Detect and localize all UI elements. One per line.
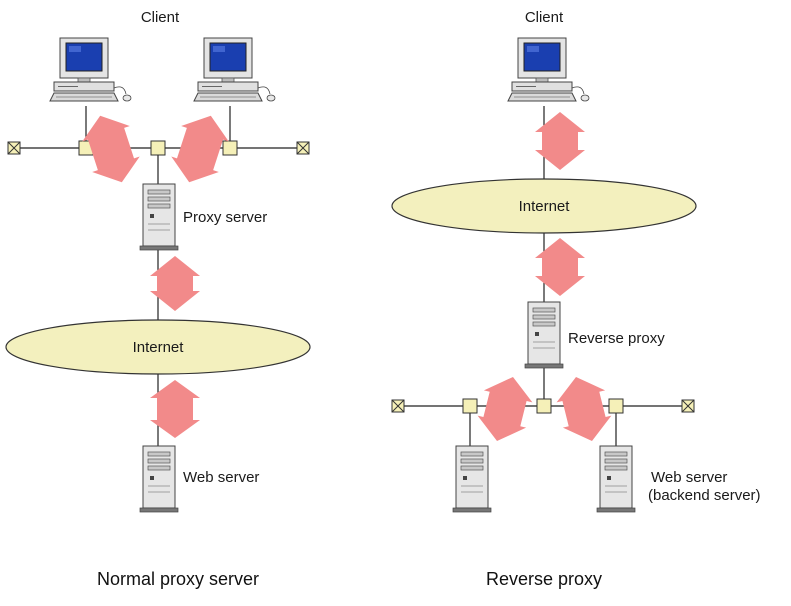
tower-server-icon bbox=[452, 445, 492, 513]
internet-cloud-normal bbox=[5, 319, 311, 375]
network-terminator-icon bbox=[681, 399, 695, 413]
internet-label-reverse: Internet bbox=[519, 198, 571, 215]
backend-web-server-label: Web server bbox=[651, 469, 727, 486]
caption-normal-proxy: Normal proxy server bbox=[97, 569, 259, 589]
client-label-normal: Client bbox=[141, 9, 180, 26]
bidirectional-arrow-icon bbox=[150, 256, 200, 311]
network-hub-icon bbox=[462, 398, 478, 414]
client-label-reverse: Client bbox=[525, 9, 564, 26]
proxy-server-label: Proxy server bbox=[183, 209, 267, 226]
internet-label-normal: Internet bbox=[133, 339, 185, 356]
network-terminator-icon bbox=[296, 141, 310, 155]
desktop-computer-icon bbox=[49, 37, 132, 102]
bidirectional-arrow-icon bbox=[535, 112, 585, 170]
tower-server-icon bbox=[139, 183, 179, 251]
network-terminator-icon bbox=[7, 141, 21, 155]
bidirectional-arrow-icon bbox=[150, 380, 200, 438]
bidirectional-arrow-icon bbox=[535, 238, 585, 296]
bidirectional-arrow-icon bbox=[556, 376, 612, 442]
internet-cloud-reverse bbox=[391, 178, 697, 234]
caption-reverse-proxy: Reverse proxy bbox=[486, 569, 602, 589]
network-hub-icon bbox=[150, 140, 166, 156]
desktop-computer-icon bbox=[507, 37, 590, 102]
web-server-label: Web server bbox=[183, 469, 259, 486]
tower-server-icon bbox=[596, 445, 636, 513]
network-terminator-icon bbox=[391, 399, 405, 413]
bidirectional-arrow-icon bbox=[171, 115, 229, 183]
backend-server-sublabel: (backend server) bbox=[648, 487, 761, 504]
network-hub-icon bbox=[608, 398, 624, 414]
network-hub-icon bbox=[222, 140, 238, 156]
tower-server-icon bbox=[139, 445, 179, 513]
desktop-computer-icon bbox=[193, 37, 276, 102]
tower-server-icon bbox=[524, 301, 564, 369]
reverse-proxy-label: Reverse proxy bbox=[568, 330, 665, 347]
bidirectional-arrow-icon bbox=[82, 115, 140, 183]
bidirectional-arrow-icon bbox=[477, 376, 533, 442]
network-hub-icon bbox=[536, 398, 552, 414]
